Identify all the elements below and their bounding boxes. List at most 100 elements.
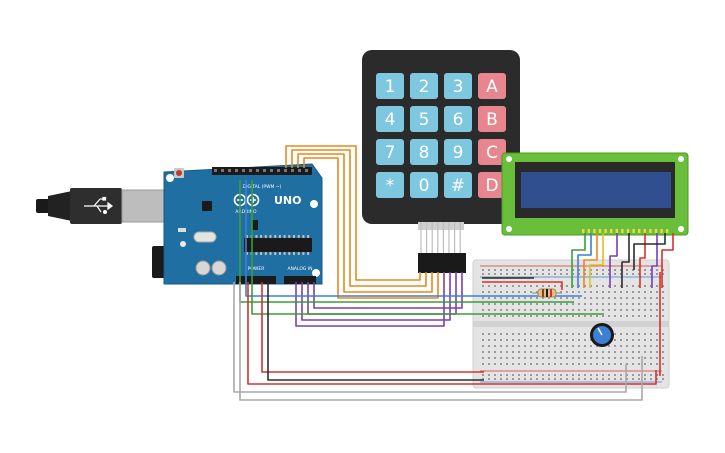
breadboard-hole: [620, 285, 622, 287]
header-pin: [235, 169, 238, 172]
breadboard-hole: [614, 291, 616, 293]
breadboard-hole: [536, 303, 538, 305]
chip-pin: [302, 235, 305, 238]
lcd-pin: [621, 229, 624, 233]
black-wire[interactable]: [621, 233, 630, 288]
breadboard-hole: [494, 374, 496, 376]
breadboard-hole: [548, 339, 550, 341]
blue-wire[interactable]: [577, 233, 592, 288]
breadboard-hole: [530, 269, 532, 271]
breadboard-hole: [482, 285, 484, 287]
board-model-label: UNO: [274, 194, 302, 207]
breadboard-hole: [566, 297, 568, 299]
purple-wire[interactable]: [609, 233, 618, 288]
keypad-key-2[interactable]: 2: [410, 73, 438, 99]
breadboard-hole: [650, 363, 652, 365]
keypad-key-7[interactable]: 7: [376, 139, 404, 165]
capacitor: [211, 260, 227, 276]
breadboard-hole: [656, 309, 658, 311]
resistor-band: [542, 289, 544, 297]
breadboard-hole: [650, 374, 652, 376]
breadboard-hole: [572, 291, 574, 293]
breadboard-hole: [638, 363, 640, 365]
breadboard-hole: [584, 339, 586, 341]
breadboard-hole: [602, 315, 604, 317]
breadboard-hole: [524, 363, 526, 365]
breadboard-hole: [638, 351, 640, 353]
purple-wire[interactable]: [295, 272, 445, 327]
breadboard-hole: [584, 333, 586, 335]
breadboard-hole: [500, 285, 502, 287]
breadboard-hole: [548, 285, 550, 287]
red-wire[interactable]: [247, 282, 657, 385]
breadboard-hole: [512, 339, 514, 341]
arduino-uno[interactable]: DIGITAL (PWM ~) UNO ARDUINO POWER ANALOG…: [36, 163, 323, 285]
gray-wire[interactable]: [233, 282, 627, 393]
keypad-key-8[interactable]: 8: [410, 139, 438, 165]
green-wire[interactable]: [571, 233, 586, 288]
keypad-key-cap: [410, 106, 438, 132]
keypad-key-*[interactable]: *: [376, 172, 404, 198]
breadboard[interactable]: [472, 259, 670, 389]
green-wire[interactable]: [251, 180, 604, 315]
black-wire[interactable]: [267, 282, 484, 381]
red-wire[interactable]: [661, 233, 674, 288]
header-pin: [298, 169, 301, 172]
keypad-key-6[interactable]: 6: [444, 106, 472, 132]
breadboard-hole: [608, 269, 610, 271]
red-wire[interactable]: [261, 282, 484, 373]
breadboard-hole: [524, 333, 526, 335]
breadboard-hole: [482, 357, 484, 359]
gray-wire[interactable]: [239, 282, 643, 401]
breadboard-hole: [518, 345, 520, 347]
yellow-wire[interactable]: [589, 233, 604, 288]
orange-wire[interactable]: [303, 157, 439, 299]
breadboard-hole: [632, 374, 634, 376]
potentiometer[interactable]: [590, 323, 614, 347]
red-wire[interactable]: [639, 233, 646, 288]
header-pin: [249, 169, 252, 172]
keypad-key-D[interactable]: D: [478, 172, 506, 198]
breadboard-hole: [512, 374, 514, 376]
lcd-16x2[interactable]: [501, 152, 689, 236]
keypad-key-0[interactable]: 0: [410, 172, 438, 198]
purple-wire[interactable]: [651, 233, 658, 288]
breadboard-hole: [608, 345, 610, 347]
orange-wire[interactable]: [297, 153, 433, 293]
lcd-pin: [610, 229, 613, 233]
chip-pin: [264, 235, 267, 238]
lcd-mount-hole: [506, 226, 512, 232]
keypad-key-5[interactable]: 5: [410, 106, 438, 132]
breadboard-hole: [524, 285, 526, 287]
chip-pin: [278, 235, 281, 238]
keypad-key-label: A: [486, 77, 498, 97]
keypad-key-C[interactable]: C: [478, 139, 506, 165]
keypad-key-1[interactable]: 1: [376, 73, 404, 99]
breadboard-hole: [578, 291, 580, 293]
breadboard-hole: [590, 297, 592, 299]
breadboard-hole: [524, 309, 526, 311]
breadboard-hole: [614, 339, 616, 341]
keypad-key-B[interactable]: B: [478, 106, 506, 132]
breadboard-hole: [656, 351, 658, 353]
breadboard-hole: [602, 351, 604, 353]
breadboard-hole: [560, 297, 562, 299]
keypad-key-#[interactable]: #: [444, 172, 472, 198]
keypad-key-4[interactable]: 4: [376, 106, 404, 132]
keypad-key-9[interactable]: 9: [444, 139, 472, 165]
resistor[interactable]: [532, 288, 562, 298]
keypad-key-A[interactable]: A: [478, 73, 506, 99]
red-wire[interactable]: [482, 281, 563, 290]
breadboard-hole: [656, 345, 658, 347]
purple-wire[interactable]: [313, 272, 463, 309]
breadboard-hole: [542, 345, 544, 347]
breadboard-hole: [590, 273, 592, 275]
orange-wire[interactable]: [291, 149, 427, 287]
black-wire[interactable]: [633, 233, 666, 270]
keypad-key-3[interactable]: 3: [444, 73, 472, 99]
orange-wire[interactable]: [285, 145, 421, 281]
orange-wire[interactable]: [583, 233, 598, 288]
blue-wire[interactable]: [245, 180, 582, 297]
breadboard-hole: [572, 303, 574, 305]
